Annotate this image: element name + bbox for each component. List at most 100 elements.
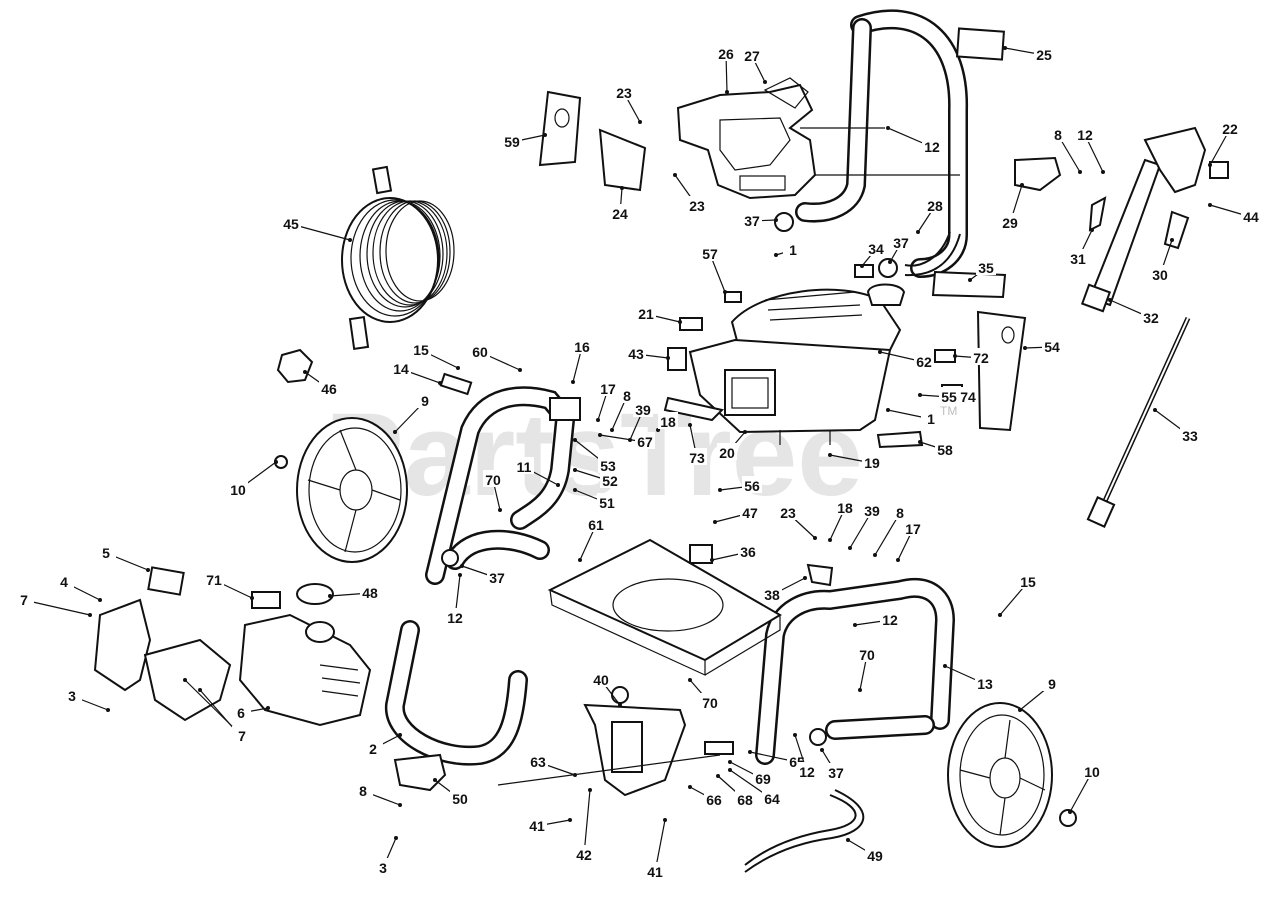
leader-arrow [556,483,560,487]
callout-bg [1042,337,1062,354]
part-number-label: 35 [978,260,994,276]
callout-bg [891,233,911,250]
callout-bg [626,344,646,361]
part-number-label: 52 [602,473,618,489]
callout-bg [935,440,955,457]
leader-arrow [1068,810,1072,814]
leader-arrow [543,133,547,137]
callout-bg [1048,125,1068,142]
leader-arrow [663,818,667,822]
callout-bg [54,572,74,589]
leader-arrow [878,350,882,354]
leader-arrow [763,80,767,84]
leader-arrow [573,468,577,472]
part-number-label: 12 [1077,127,1093,143]
part-number-label: 24 [612,206,628,222]
callout-bg [866,239,886,256]
engine-cover-6 [238,613,372,727]
callout-bg [617,386,637,403]
part-number-label: 61 [588,517,604,533]
high-pressure-hose [341,165,455,350]
callout-bg [939,387,959,404]
leader-arrow [348,238,352,242]
part-number-label: 71 [206,572,222,588]
callout-bg [862,501,882,518]
callout-bg [1082,762,1102,779]
leader-arrow [638,120,642,124]
leader-arrow [1153,408,1157,412]
callout-bg [487,568,507,585]
decal-54 [976,310,1027,432]
base-plate [547,538,782,676]
upper-handle [795,9,969,278]
callout-bg [586,515,606,532]
part-number-label: 4 [60,574,68,590]
part-number-label: 21 [638,306,654,322]
part-number-label: 39 [864,503,880,519]
leader-arrow [1170,238,1174,242]
label-plate-24 [598,128,647,192]
part-number-label: 46 [321,381,337,397]
part-number-label: 66 [706,792,722,808]
callout-bg [635,432,655,449]
leader-arrow [458,573,462,577]
decal-25 [956,27,1005,61]
callout-bg [614,83,634,100]
leader-arrow [433,778,437,782]
callout-bg [762,585,782,602]
callout-bg [204,570,224,587]
leader-arrow [1101,170,1105,174]
part-number-label: 64 [764,791,780,807]
part-number-label: 62 [916,354,932,370]
part-number-label: 73 [689,450,705,466]
leader-arrow [748,750,752,754]
part-number-label: 33 [1182,428,1198,444]
part-number-label: 3 [68,688,76,704]
callout-bg [975,674,995,691]
part-number-label: 2 [369,741,377,757]
decal-43 [667,347,687,371]
part-number-label: 72 [973,350,989,366]
leader-arrow [88,613,92,617]
part-number-label: 27 [744,48,760,64]
callout-bg [762,789,782,806]
part-number-label: 69 [755,771,771,787]
callout-bg [914,352,934,369]
callout-bg [742,46,762,63]
callout-bg [742,211,762,228]
part-number-label: 58 [937,442,953,458]
leader-arrow [846,838,850,842]
callout-bg [922,137,942,154]
part-number-label: 39 [635,402,651,418]
callout-bg [1068,249,1088,266]
part-number-label: 8 [359,783,367,799]
leader-arrow [998,613,1002,617]
part-number-label: 25 [1036,47,1052,63]
part-number-label: 1 [789,242,797,258]
leader-arrow [266,706,270,710]
part-number-label: 12 [799,764,815,780]
part-number-label: 1 [927,411,935,427]
leader-arrow [573,773,577,777]
leader-arrow [573,438,577,442]
leader-arrow [793,733,797,737]
part-number-label: 17 [600,381,616,397]
leader-arrow [728,760,732,764]
part-number-label: 8 [623,388,631,404]
part-number-label: 70 [485,472,501,488]
leader-arrow [858,688,862,692]
left-frame [384,386,581,766]
part-number-label: 67 [637,434,653,450]
leader-arrow [274,460,278,464]
leader-arrow [673,173,677,177]
callout-bg [514,457,534,474]
leader-arrow [820,748,824,752]
callout-bg [1018,572,1038,589]
part-number-label: 11 [517,459,532,475]
callout-bg [880,610,900,627]
leader-arrow [578,558,582,562]
leader-arrow [598,433,602,437]
leader-arrow [968,278,972,282]
part-number-label: 34 [868,241,884,257]
